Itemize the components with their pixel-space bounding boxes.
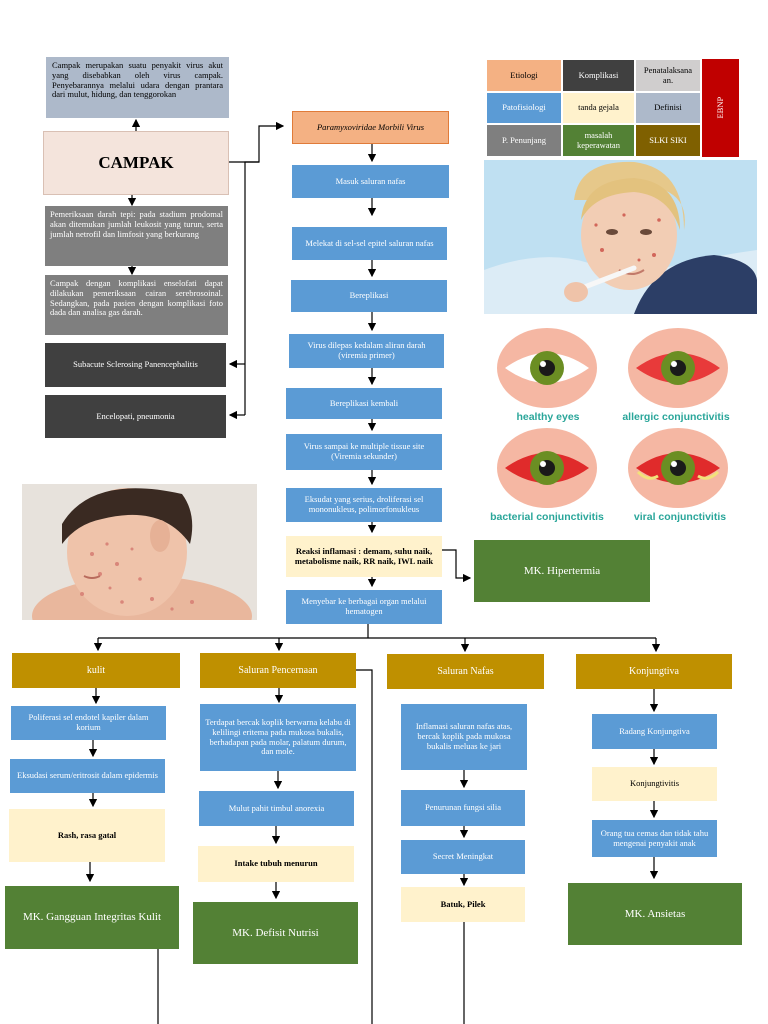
flow-step-5: Bereplikasi kembali <box>286 388 442 419</box>
legend-penatalaksanaan: Penatalaksana an. <box>635 59 701 92</box>
child-rash-photo <box>22 484 257 620</box>
mk-hipertermia: MK. Hipertermia <box>474 540 650 602</box>
flow-step-4: Virus dilepas kedalam aliran darah (vire… <box>289 334 444 368</box>
kulit-step-2: Eksudasi serum/eritrosit dalam epidermis <box>10 759 165 793</box>
cerna-step-1: Terdapat bercak koplik berwarna kelabu d… <box>200 704 356 771</box>
mk-defisit-nutrisi: MK. Defisit Nutrisi <box>193 902 358 964</box>
kulit-step-3: Rash, rasa gatal <box>9 809 165 862</box>
branch-konjungtiva: Konjungtiva <box>576 654 732 689</box>
kulit-step-1: Poliferasi sel endotel kapiler dalam kor… <box>11 706 166 740</box>
legend-slki: SLKI SIKI <box>635 124 701 157</box>
cerna-step-2: Mulut pahit timbul anorexia <box>199 791 354 826</box>
nafas-step-4: Batuk, Pilek <box>401 887 525 922</box>
legend-masalah: masalah keperawatan <box>562 124 635 157</box>
child-thermometer-photo <box>484 160 757 314</box>
branch-saluran-nafas: Saluran Nafas <box>387 654 544 689</box>
lab-exam-box: Pemeriksaan darah tepi: pada stadium pro… <box>45 206 228 266</box>
nafas-step-2: Penurunan fungsi silia <box>401 790 525 826</box>
definition-box: Campak merupakan suatu penyakit virus ak… <box>46 57 229 118</box>
nafas-step-1: Inflamasi saluran nafas atas, bercak kop… <box>401 704 527 770</box>
legend-etiologi: Etiologi <box>486 59 562 92</box>
cerna-step-3: Intake tubuh menurun <box>198 846 354 882</box>
legend-tanda-gejala: tanda gejala <box>562 92 635 124</box>
eye-label-allergic: allergic conjunctivitis <box>622 411 730 423</box>
mk-ansietas: MK. Ansietas <box>568 883 742 945</box>
nafas-step-3: Secret Meningkat <box>401 840 525 874</box>
legend-komplikasi: Komplikasi <box>562 59 635 92</box>
flow-step-2: Melekat di sel-sel epitel saluran nafas <box>292 227 447 260</box>
legend-ebnp: EBNP <box>701 58 740 158</box>
legend-definisi: Definisi <box>635 92 701 124</box>
page-title: CAMPAK <box>43 131 229 195</box>
branch-saluran-pencernaan: Saluran Pencernaan <box>200 653 356 688</box>
konjungtiva-step-3: Orang tua cemas dan tidak tahu mengenai … <box>592 820 717 857</box>
eye-label-viral: viral conjunctivitis <box>633 511 727 523</box>
flow-step-9: Menyebar ke berbagai organ melalui hemat… <box>286 590 442 624</box>
eye-label-healthy: healthy eyes <box>516 411 580 423</box>
eye-label-bacterial: bacterial conjunctivitis <box>490 511 604 523</box>
flow-step-6: Virus sampai ke multiple tissue site (Vi… <box>286 434 442 470</box>
complication-exam-box: Campak dengan komplikasi enselofati dapa… <box>45 275 228 335</box>
flow-step-1: Masuk saluran nafas <box>292 165 449 198</box>
legend-patofisiologi: Patofisiologi <box>486 92 562 124</box>
legend-penunjang: P. Penunjang <box>486 124 562 157</box>
sspe-box: Subacute Sclerosing Panencephalitis <box>45 343 226 387</box>
flow-step-8: Reaksi inflamasi : demam, suhu naik, met… <box>286 536 442 577</box>
konjungtiva-step-2: Konjungtivitis <box>592 767 717 801</box>
flow-step-7: Eksudat yang serius, droliferasi sel mon… <box>286 488 442 522</box>
branch-kulit: kulit <box>12 653 180 688</box>
eyes-drawing <box>497 328 728 508</box>
encephalopathy-box: Encelopati, pneumonia <box>45 395 226 438</box>
konjungtiva-step-1: Radang Konjungtiva <box>592 714 717 749</box>
virus-box: Paramyxoviridae Morbili Virus <box>292 111 449 144</box>
legend-ebnp-label: EBNP <box>714 97 725 119</box>
flow-step-3: Bereplikasi <box>291 280 447 312</box>
mk-gangguan-integritas-kulit: MK. Gangguan Integritas Kulit <box>5 886 179 949</box>
